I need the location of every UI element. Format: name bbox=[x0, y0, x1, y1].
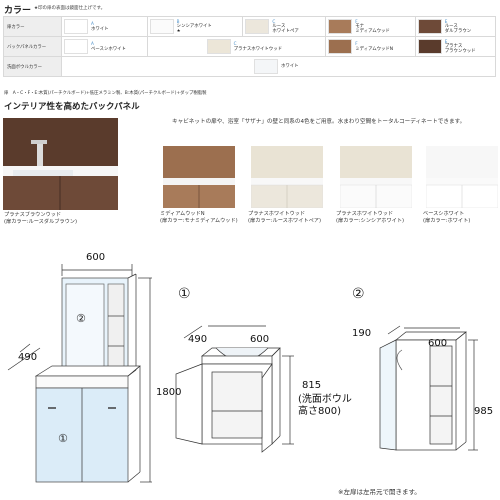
diagram-2-number: ② bbox=[352, 286, 365, 302]
interior-caption: プラナスホワイトウッド (扉カラー:ルースホワイトペア) bbox=[248, 211, 321, 224]
diagram-1-height: 815 bbox=[302, 380, 322, 391]
door-hinge-note: ※左扉は左吊元で開きます。 bbox=[338, 488, 421, 496]
color-swatch bbox=[254, 59, 278, 74]
mirror-cabinet-number: ② bbox=[76, 312, 86, 325]
vanity-photo bbox=[251, 146, 323, 208]
vanity-photo bbox=[340, 146, 412, 208]
interior-caption: プラナスホワイトウッド (扉カラー:シンシアホワイト) bbox=[336, 211, 405, 224]
vanity-photo bbox=[426, 146, 498, 208]
diagram-2-width: 600 bbox=[428, 338, 448, 349]
row-label: バックパネルカラー bbox=[3, 36, 62, 57]
unit-height-label: 1800 bbox=[156, 387, 182, 398]
color-swatch bbox=[328, 39, 353, 54]
mirror-finish-note: ★印の扉の表面は鏡面仕上げです。 bbox=[34, 6, 106, 11]
diagram-1-width: 600 bbox=[250, 334, 270, 345]
vanity-cabinet-number: ① bbox=[58, 432, 68, 445]
vanity-illustration bbox=[3, 118, 118, 210]
interior-caption: ベースシホワイト (扉カラー:ホワイト) bbox=[423, 211, 471, 224]
diagram-2-depth: 190 bbox=[352, 328, 372, 339]
diagram-1-depth: 490 bbox=[188, 334, 208, 345]
color-swatch bbox=[206, 39, 231, 54]
color-swatch bbox=[417, 39, 442, 54]
color-option: ホワイト bbox=[62, 57, 495, 76]
diagram-1-bowl-height: (洗面ボウル 高さ800) bbox=[298, 394, 352, 417]
vanity-photo-large bbox=[3, 118, 118, 210]
unit-width-label: 600 bbox=[86, 252, 106, 263]
unit-depth-label: 490 bbox=[18, 352, 38, 363]
bowl-color-row: 洗面ボウルカラー ホワイト bbox=[3, 56, 496, 77]
color-swatch bbox=[328, 19, 353, 34]
row-label: 洗面ボウルカラー bbox=[3, 56, 62, 77]
interior-caption: プラナスブラウンウッド (扉カラー:ルースダルブラウン) bbox=[4, 212, 77, 225]
color-section-title: カラー bbox=[4, 6, 32, 16]
dimension-diagrams bbox=[7, 264, 478, 483]
color-swatch bbox=[149, 19, 174, 34]
diagram-2-height: 985 bbox=[474, 406, 494, 417]
vanity-photo bbox=[163, 146, 235, 208]
diagram-1-number: ① bbox=[178, 286, 191, 302]
row-label: 扉カラー bbox=[3, 16, 62, 37]
star-mark: ★ bbox=[176, 29, 181, 35]
color-swatch bbox=[64, 19, 88, 34]
color-swatch bbox=[417, 19, 442, 34]
color-swatch bbox=[245, 19, 270, 34]
color-swatch bbox=[64, 39, 88, 54]
interior-description: キャビネットの扉や、浴室「サザナ」の壁と同系の4色をご用意。水まわり空間をトータ… bbox=[172, 119, 466, 125]
material-note: 扉 A・C・F・E:木質(パーチクルボード)+低圧メラミン製、B:木質(パーチク… bbox=[4, 91, 207, 96]
interior-section-title: インテリア性を高めたバックパネル bbox=[4, 102, 140, 112]
interior-caption: ミディアムウッドN (扉カラー:モナミディアムウッド) bbox=[160, 211, 238, 224]
